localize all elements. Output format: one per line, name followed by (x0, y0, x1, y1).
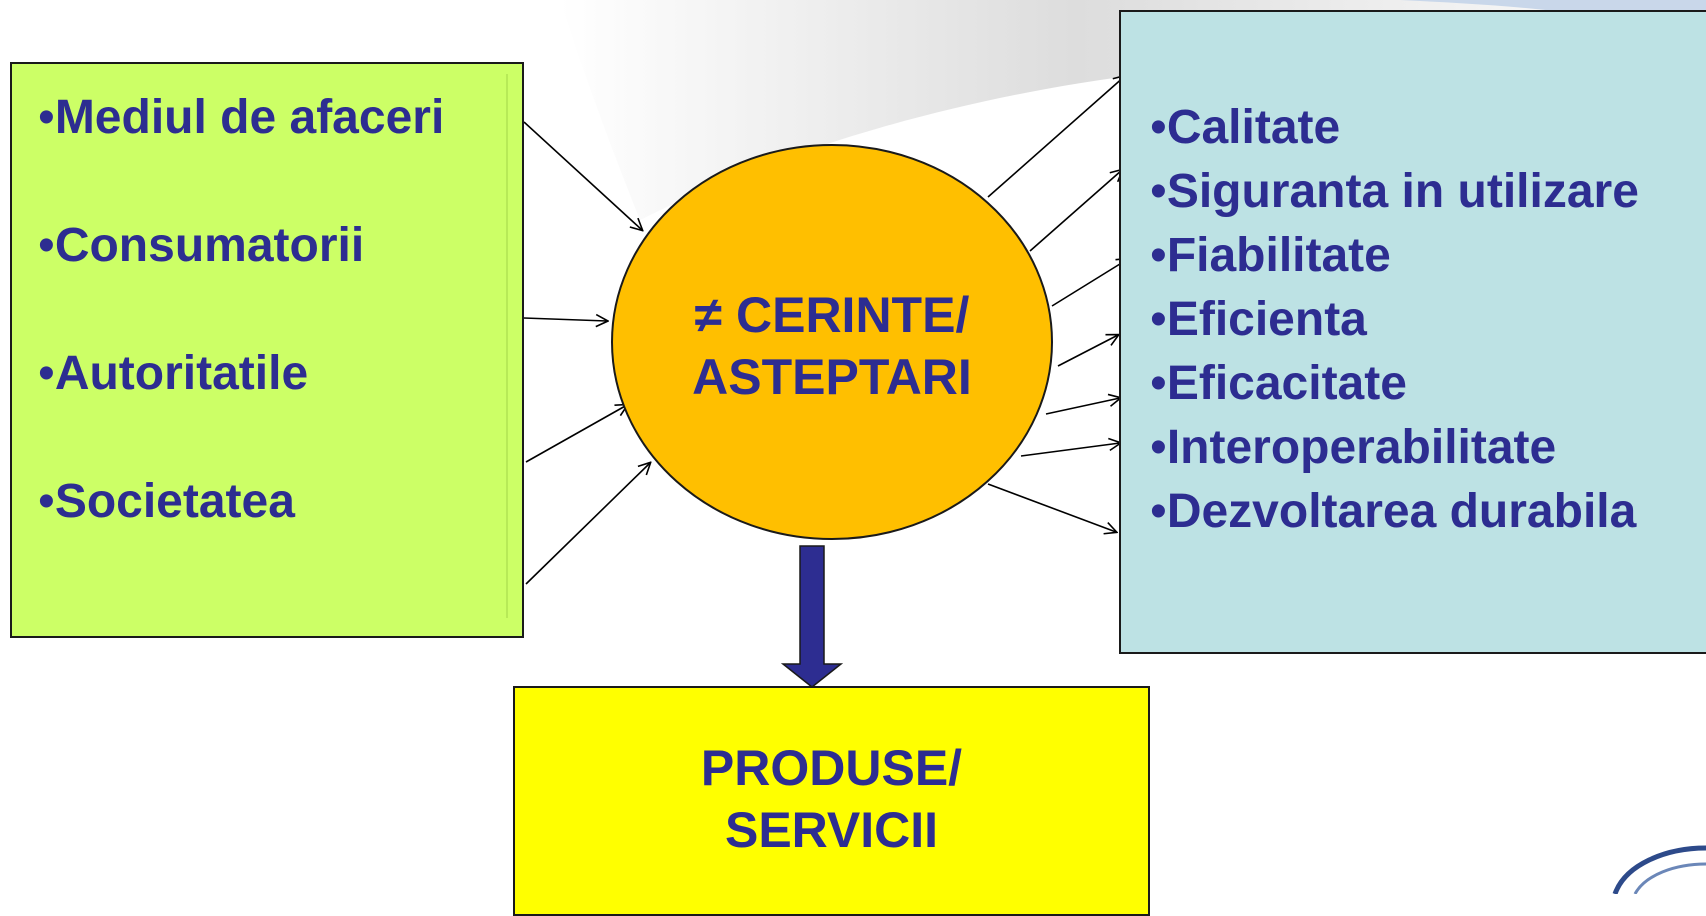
arrow-to-calitate (987, 76, 1125, 198)
left-item: •Mediul de afaceri (38, 94, 444, 142)
arrow-consumatorii-to-cerinte (523, 318, 607, 321)
produse-line-2: SERVICII (724, 802, 939, 858)
right-item: •Fiabilitate (1150, 232, 1391, 280)
stakeholders-box: •Mediul de afaceri •Consumatorii •Autori… (10, 62, 524, 638)
right-item: •Interoperabilitate (1150, 424, 1556, 472)
right-item-label: Eficacitate (1166, 357, 1407, 410)
right-item-bullet: • (1150, 293, 1167, 346)
arrow-to-siguranta (1029, 170, 1122, 252)
cerinte-circle (611, 144, 1053, 540)
left-item-label: Societatea (54, 475, 295, 528)
right-item-bullet: • (1150, 357, 1167, 410)
left-item-bullet: • (38, 219, 55, 272)
right-item-label: Dezvoltarea durabila (1166, 485, 1637, 538)
right-item: •Eficacitate (1150, 360, 1407, 408)
produse-line-1: PRODUSE/ (700, 740, 963, 796)
diagram-canvas: •Mediul de afaceri •Consumatorii •Autori… (10, 0, 1706, 916)
arrow-to-eficienta (1057, 335, 1118, 367)
right-item-bullet: • (1150, 101, 1167, 154)
circular-logo-icon (1612, 845, 1706, 894)
arrow-to-dezvoltarea (987, 483, 1116, 532)
left-item-bullet: • (38, 475, 55, 528)
right-item-label: Interoperabilitate (1166, 421, 1557, 474)
left-item: •Societatea (38, 478, 295, 526)
arrow-mediul-to-cerinte (523, 121, 642, 230)
right-item-label: Fiabilitate (1166, 229, 1391, 282)
right-item-bullet: • (1150, 165, 1167, 218)
left-item: •Autoritatile (38, 350, 308, 398)
produse-box: PRODUSE/ SERVICII (513, 686, 1150, 916)
right-item-bullet: • (1150, 421, 1167, 474)
arrow-to-fiabilitate (1051, 259, 1128, 307)
arrow-to-eficacitate (1045, 398, 1120, 415)
left-item-label: Consumatorii (54, 219, 365, 272)
cerinte-line-1: ≠ CERINTE/ (694, 287, 970, 343)
arrow-autoritatile-to-cerinte (525, 405, 627, 463)
requirements-box: •Calitate •Siguranta in utilizare •Fiabi… (1119, 10, 1706, 654)
right-item-label: Calitate (1166, 101, 1341, 154)
right-item: •Calitate (1150, 104, 1340, 152)
right-item-bullet: • (1150, 485, 1167, 538)
cerinte-line-2: ASTEPTARI (692, 349, 972, 405)
right-item: •Dezvoltarea durabila (1150, 488, 1636, 536)
cerinte-label: ≠ CERINTE/ ASTEPTARI (632, 290, 1032, 402)
left-item: •Consumatorii (38, 222, 364, 270)
arrow-societatea-to-cerinte (525, 463, 650, 585)
right-item-label: Siguranta in utilizare (1166, 165, 1639, 218)
left-item-bullet: • (38, 91, 55, 144)
right-item: •Siguranta in utilizare (1150, 168, 1639, 216)
right-item: •Eficienta (1150, 296, 1367, 344)
left-item-bullet: • (38, 347, 55, 400)
produse-label: PRODUSE/ SERVICII (515, 743, 1148, 855)
right-item-label: Eficienta (1166, 293, 1367, 346)
right-item-bullet: • (1150, 229, 1167, 282)
left-item-label: Autoritatile (54, 347, 309, 400)
down-arrow-to-produse (780, 545, 844, 688)
left-item-label: Mediul de afaceri (54, 91, 445, 144)
arrow-to-interoperabilitate (1020, 443, 1120, 457)
